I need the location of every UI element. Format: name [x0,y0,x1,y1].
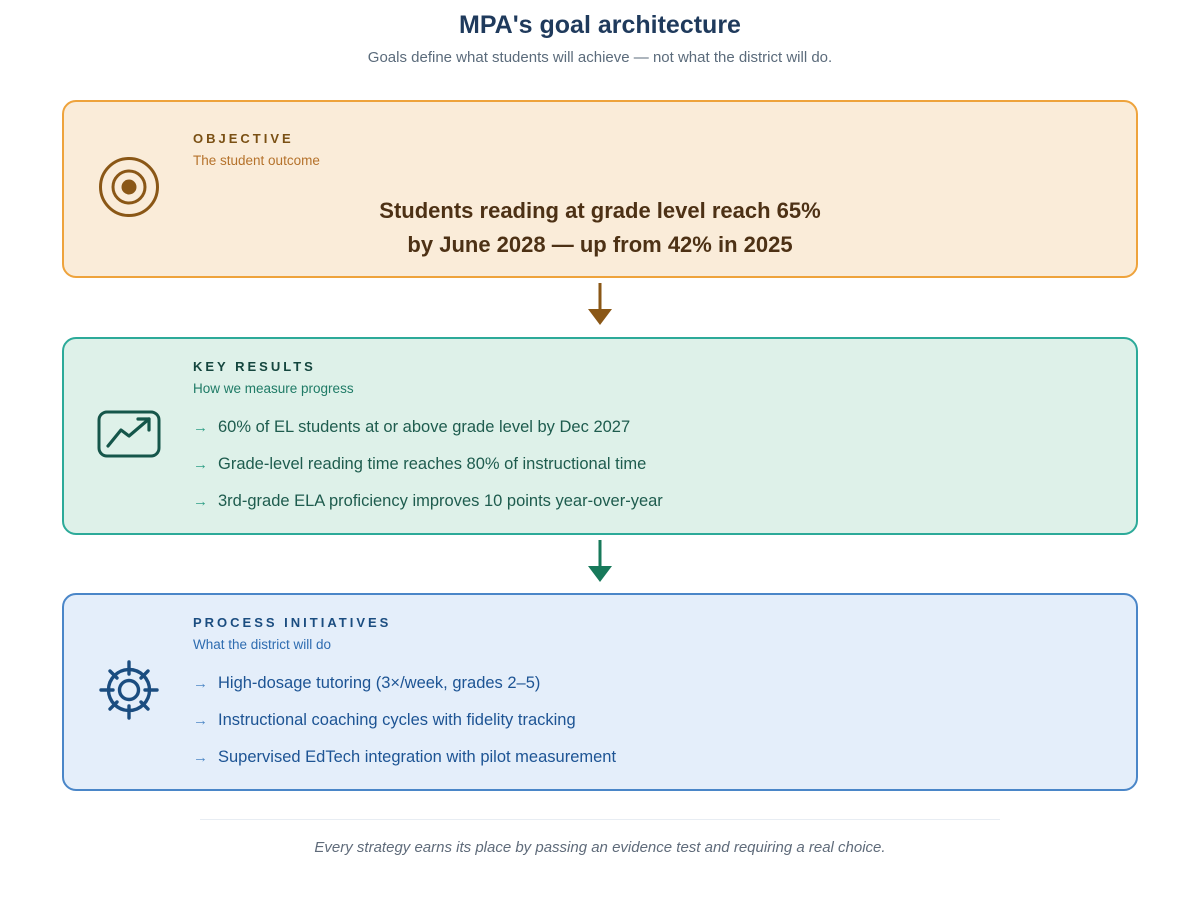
key-result-item: → 60% of EL students at or above grade l… [193,416,1112,439]
process-item: → Supervised EdTech integration with pil… [193,746,1112,769]
objective-headline-line1: Students reading at grade level reach 65… [379,198,821,223]
objective-label: OBJECTIVE [193,131,294,146]
key-result-text: 3rd-grade ELA proficiency improves 10 po… [218,492,663,510]
objective-icon-column [64,102,193,276]
arrow-right-icon: → [193,419,208,436]
arrow-right-icon: → [193,675,208,692]
objective-headline: Students reading at grade level reach 65… [64,194,1136,262]
key-results-content: KEY RESULTS How we measure progress → 60… [193,359,1136,513]
down-arrow-icon [587,283,613,332]
process-list: → High-dosage tutoring (3×/week, grades … [193,672,1112,769]
key-result-text: Grade-level reading time reaches 80% of … [218,455,647,473]
page-title: MPA's goal architecture [459,11,741,39]
page-subtitle: Goals define what students will achieve … [367,49,833,66]
objective-sublabel: The student outcome [193,153,320,168]
process-item-text: Instructional coaching cycles with fidel… [218,711,576,729]
objective-card-header: OBJECTIVE The student outcome [193,131,1136,168]
arrow-right-icon: → [193,712,208,729]
keyresults-to-process-connector [62,535,1138,593]
process-item-text: Supervised EdTech integration with pilot… [218,748,617,766]
objective-headline-line2: by June 2028 — up from 42% in 2025 [407,232,793,257]
process-item-text: High-dosage tutoring (3×/week, grades 2–… [218,674,541,692]
arrow-right-icon: → [193,456,208,473]
key-results-label: KEY RESULTS [193,359,316,374]
key-results-icon-column [64,339,193,533]
key-results-card: KEY RESULTS How we measure progress → 60… [62,337,1138,535]
key-result-text: 60% of EL students at or above grade lev… [218,418,631,436]
process-sublabel: What the district will do [193,637,332,652]
arrow-right-icon: → [193,493,208,510]
key-results-sublabel: How we measure progress [193,381,354,396]
key-result-item: → Grade-level reading time reaches 80% o… [193,453,1112,476]
objective-to-keyresults-connector [62,278,1138,337]
goal-architecture-page: MPA's goal architecture Goals define wha… [0,10,1200,910]
trending-up-chart-icon [97,410,161,463]
process-initiatives-card: PROCESS INITIATIVES What the district wi… [62,593,1138,791]
footer-note: Every strategy earns its place by passin… [314,839,886,856]
objective-card: OBJECTIVE The student outcome Students r… [62,100,1138,278]
bullseye-target-icon [97,155,161,224]
process-icon-column [64,595,193,789]
down-arrow-icon [587,539,613,589]
process-label: PROCESS INITIATIVES [193,615,392,630]
cards-stack: OBJECTIVE The student outcome Students r… [62,100,1138,791]
key-results-list: → 60% of EL students at or above grade l… [193,416,1112,513]
process-content: PROCESS INITIATIVES What the district wi… [193,615,1136,769]
process-item: → High-dosage tutoring (3×/week, grades … [193,672,1112,695]
process-item: → Instructional coaching cycles with fid… [193,709,1112,732]
footer-divider [200,819,1000,820]
key-result-item: → 3rd-grade ELA proficiency improves 10 … [193,490,1112,513]
arrow-right-icon: → [193,749,208,766]
crosshair-gear-icon [97,658,161,727]
